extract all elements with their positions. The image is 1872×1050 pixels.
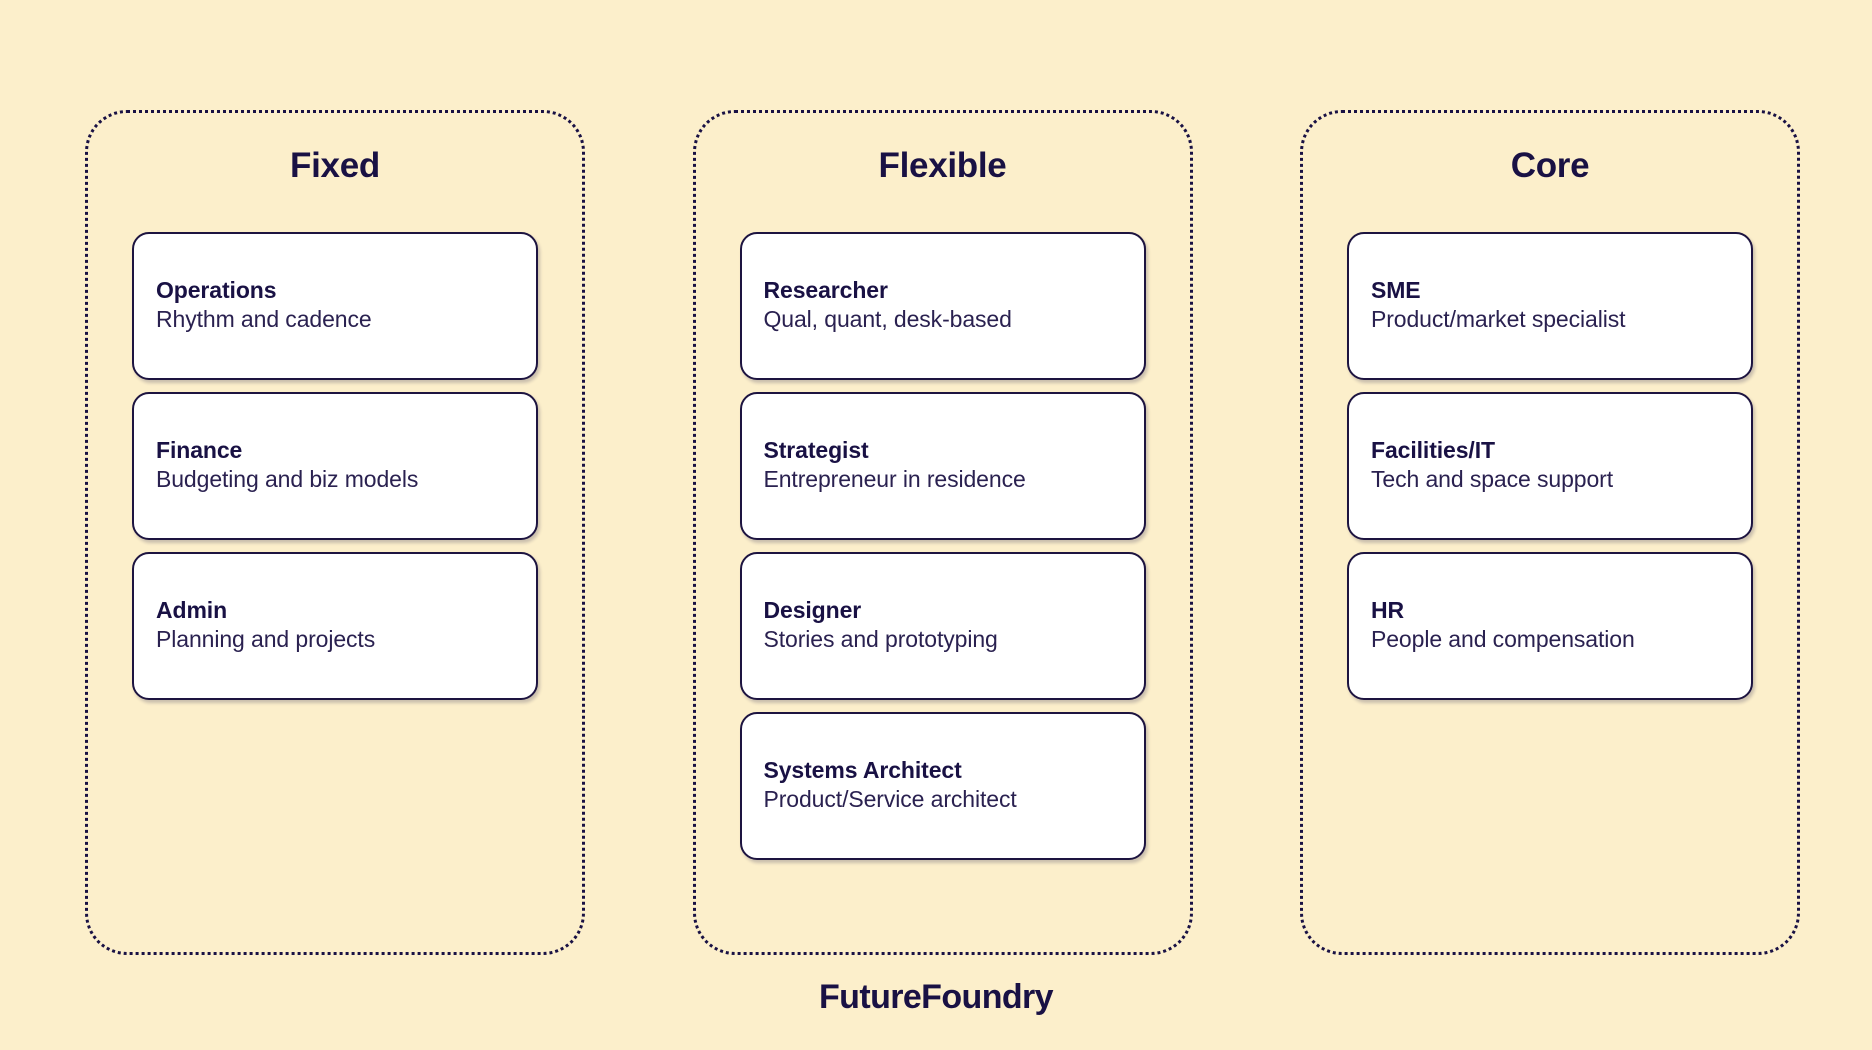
role-card[interactable]: SME Product/market specialist <box>1347 231 1753 380</box>
role-card-title: Facilities/IT <box>1371 437 1495 464</box>
column-title-fixed: Fixed <box>290 146 380 185</box>
role-card[interactable]: Designer Stories and prototyping <box>739 551 1146 700</box>
role-card-description: Planning and projects <box>156 625 376 652</box>
column-fixed: Fixed Operations Rhythm and cadence Fina… <box>85 110 585 955</box>
role-card-title: Finance <box>156 437 243 464</box>
role-card-description: Stories and prototyping <box>763 625 998 652</box>
futurefoundry-wordmark: FutureFoundry <box>819 978 1054 1016</box>
role-card-title: Strategist <box>763 437 869 464</box>
column-core: Core SME Product/market specialist Facil… <box>1300 110 1800 955</box>
role-card[interactable]: Systems Architect Product/Service archit… <box>739 711 1146 860</box>
role-card[interactable]: Strategist Entrepreneur in residence <box>739 391 1146 540</box>
role-card[interactable]: HR People and compensation <box>1347 551 1753 700</box>
role-card-description: Budgeting and biz models <box>156 465 419 492</box>
role-card[interactable]: Facilities/IT Tech and space support <box>1347 391 1753 540</box>
role-card-description: Qual, quant, desk-based <box>763 305 1012 332</box>
role-card[interactable]: Researcher Qual, quant, desk-based <box>739 231 1146 380</box>
column-group: Fixed Operations Rhythm and cadence Fina… <box>85 110 1800 955</box>
role-card-description: Tech and space support <box>1371 465 1614 492</box>
role-card-title: HR <box>1371 597 1405 624</box>
role-card[interactable]: Operations Rhythm and cadence <box>132 231 538 380</box>
role-card[interactable]: Admin Planning and projects <box>132 551 538 700</box>
role-card-description: Product/market specialist <box>1371 305 1626 332</box>
role-card-title: Researcher <box>763 277 888 304</box>
card-stack-flexible: Researcher Qual, quant, desk-based Strat… <box>739 231 1146 860</box>
role-card[interactable]: Finance Budgeting and biz models <box>132 391 538 540</box>
role-card-description: Entrepreneur in residence <box>763 465 1026 492</box>
column-title-flexible: Flexible <box>878 146 1007 185</box>
role-card-title: Designer <box>763 597 862 624</box>
role-card-title: SME <box>1371 277 1421 304</box>
role-card-title: Admin <box>156 597 228 624</box>
column-title-core: Core <box>1510 146 1590 185</box>
column-flexible: Flexible Researcher Qual, quant, desk-ba… <box>692 110 1193 955</box>
role-card-description: Rhythm and cadence <box>156 305 372 332</box>
role-card-title: Systems Architect <box>763 757 962 784</box>
card-stack-core: SME Product/market specialist Facilities… <box>1347 231 1753 700</box>
card-stack-fixed: Operations Rhythm and cadence Finance Bu… <box>132 231 538 700</box>
role-card-description: Product/Service architect <box>763 785 1017 812</box>
role-card-title: Operations <box>156 277 277 304</box>
role-card-description: People and compensation <box>1371 625 1635 652</box>
